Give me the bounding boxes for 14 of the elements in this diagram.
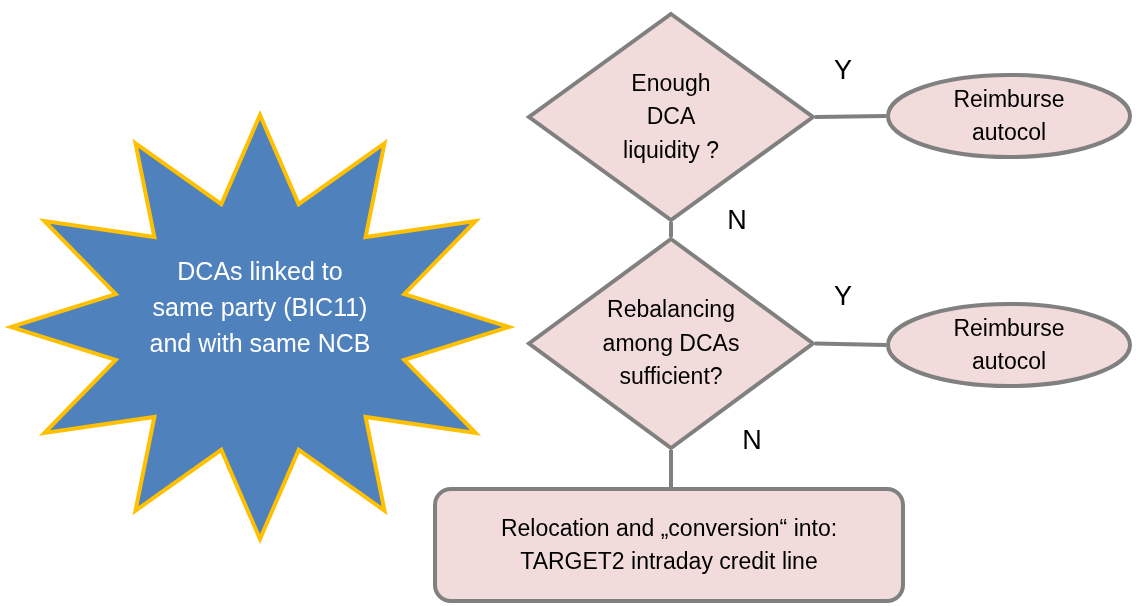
- node-label: Reimburse autocol: [952, 84, 1066, 147]
- terminal-ellipse: [886, 73, 1132, 159]
- node-label: Relocation and „conversion“ into: TARGET2 intraday credit line: [499, 513, 839, 576]
- node-label: Reimburse autocol: [952, 313, 1066, 376]
- connector-line: [814, 114, 887, 119]
- terminal-ellipse: [886, 302, 1132, 388]
- node-label: Enough DCA liquidity ?: [622, 69, 720, 165]
- node-label: DCAs linked to same party (BIC11) and with same NCB: [148, 255, 372, 360]
- decision-diamond: [527, 237, 815, 450]
- process-box: [433, 487, 905, 603]
- connector-line: [669, 222, 673, 237]
- node-label: Rebalancing among DCAs sufficient?: [601, 295, 741, 392]
- connector-line: [669, 450, 673, 487]
- connector-line: [814, 341, 887, 347]
